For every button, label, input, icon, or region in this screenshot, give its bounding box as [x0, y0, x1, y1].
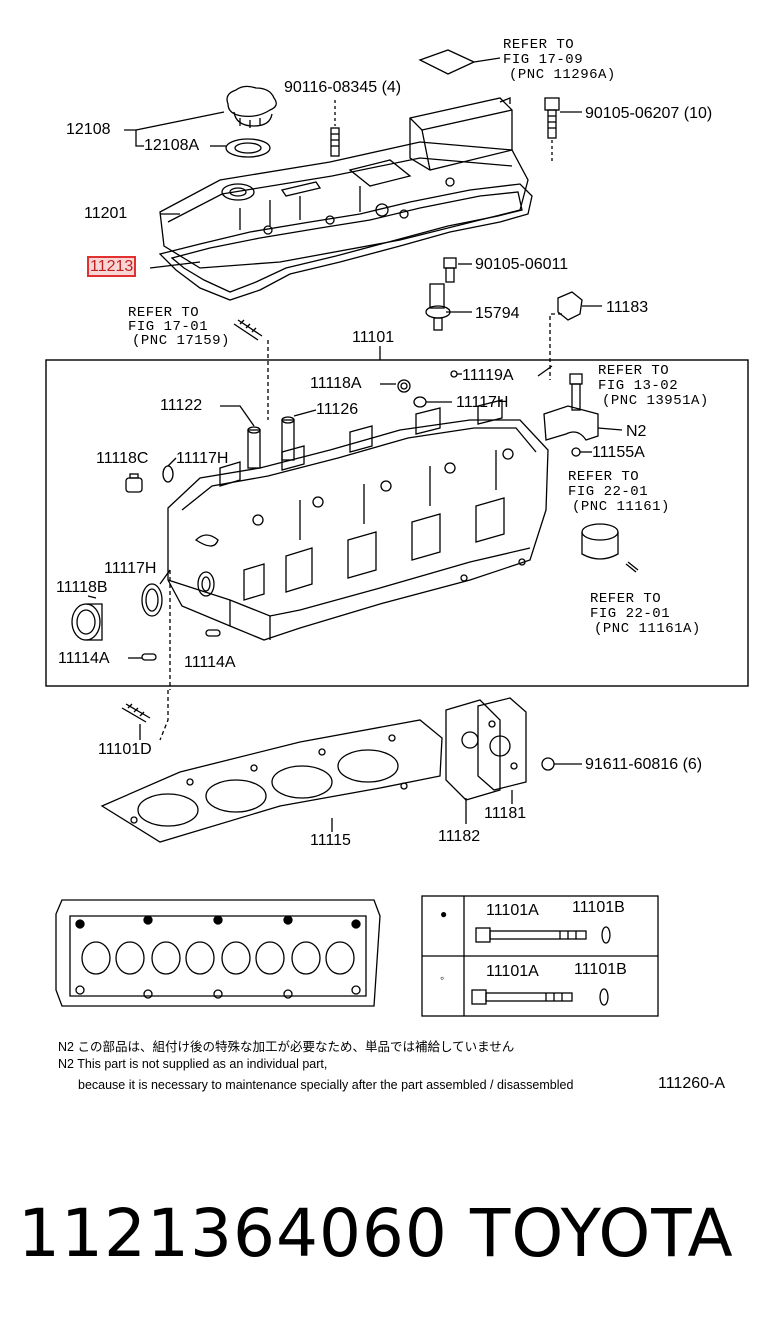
highlight-box: 11213	[86, 256, 137, 277]
clip-11119A	[450, 370, 462, 378]
head-cover-gasket	[158, 183, 533, 301]
part-label-12108A[interactable]: 12108A	[144, 137, 200, 154]
bearing-cap-N2	[543, 373, 623, 441]
note-en-line1: N2 This part is not supplied as an indiv…	[58, 1057, 328, 1071]
refer-line: FIG 17-09	[503, 52, 584, 68]
plate-11181	[477, 697, 527, 804]
part-label-11213-highlighted[interactable]: 11213	[86, 256, 137, 277]
refer-line: REFER TO	[503, 37, 575, 53]
part-label-11117H-upper[interactable]: 11117H	[456, 394, 509, 411]
part-label-91611-60816[interactable]: 91611-60816 (6)	[585, 756, 703, 773]
small-bolt	[443, 257, 472, 283]
part-label-11122[interactable]: 11122	[160, 397, 203, 414]
refer-line: FIG 17-01	[128, 319, 209, 335]
part-label-11117H-lower[interactable]: 11117H	[104, 560, 157, 577]
refer-line: REFER TO	[590, 591, 662, 607]
cover-bolt-10	[544, 97, 582, 164]
part-label-11118A[interactable]: 11118A	[310, 375, 362, 392]
part-label-11101D[interactable]: 11101D	[98, 741, 152, 758]
part-label-90105-06011[interactable]: 90105-06011	[475, 256, 569, 273]
refer-note-fig-22-01-b: REFER TO FIG 22-01 (PNC 11161A)	[590, 592, 701, 637]
refer-line: FIG 22-01	[590, 606, 671, 622]
cylinder-head-gasket	[100, 719, 443, 843]
part-label-11115[interactable]: 11115	[310, 832, 351, 849]
pin-11161A	[625, 561, 639, 573]
plug-11118B	[71, 595, 103, 641]
refer-note-fig-22-01-a: REFER TO FIG 22-01 (PNC 11161)	[568, 470, 670, 515]
part-label-11114A-left[interactable]: 11114A	[58, 650, 110, 667]
pin-11126	[281, 409, 317, 461]
refer-line: FIG 13-02	[598, 378, 679, 394]
part-label-12108[interactable]: 12108	[66, 121, 111, 138]
pin-11122	[220, 405, 261, 469]
part-label-11119A[interactable]: 11119A	[462, 367, 514, 384]
cylinder-head-cover	[159, 141, 529, 269]
cover-stud-bolt	[330, 100, 340, 157]
part-label-11118C[interactable]: 11118C	[96, 450, 149, 467]
part-label-N2[interactable]: N2	[626, 423, 647, 440]
plug-11183	[557, 291, 602, 321]
bolt-table-marker-open: ◦	[440, 971, 445, 985]
refer-line: REFER TO	[568, 469, 640, 485]
part-label-11181[interactable]: 11181	[484, 805, 527, 822]
pin-11114A-left	[128, 653, 157, 661]
washer-11117H-upper	[413, 396, 452, 408]
seal-11117H-left	[141, 569, 171, 617]
part-label-15794[interactable]: 15794	[475, 305, 520, 322]
bolt-table-row2-col1[interactable]: 11101A	[486, 963, 539, 980]
cylinder-head	[167, 399, 549, 641]
refer-line: FIG 22-01	[568, 484, 649, 500]
part-number: 1121364060	[18, 1195, 448, 1272]
bolt-long	[475, 926, 611, 944]
bolt-short	[471, 988, 609, 1006]
pin-11155A	[571, 447, 592, 457]
part-label-11114A-right[interactable]: 11114A	[184, 654, 236, 671]
cam-position-sensor	[425, 283, 472, 331]
refer-note-fig-13-02: REFER TO FIG 13-02 (PNC 13951A)	[598, 364, 709, 409]
oil-seal-11161	[581, 523, 619, 560]
brand-name: TOYOTA	[470, 1195, 734, 1272]
part-label-90105-06207[interactable]: 90105-06207 (10)	[585, 105, 713, 122]
note-jp: N2 この部品は、組付け後の特殊な加工が必要なため、単品では補給していません	[58, 1040, 515, 1054]
part-label-90116-08345[interactable]: 90116-08345 (4)	[284, 79, 402, 96]
refer-line: (PNC 11296A)	[509, 67, 616, 83]
part-label-11183[interactable]: 11183	[606, 299, 649, 316]
refer-line: (PNC 13951A)	[602, 393, 709, 409]
bolt-table-row2-col2[interactable]: 11101B	[574, 961, 627, 978]
part-label-11182[interactable]: 11182	[438, 828, 481, 845]
pin-11114A-right	[205, 629, 221, 637]
bolt-table-row1-col1[interactable]: 11101A	[486, 902, 539, 919]
washer-11117H-left	[162, 457, 177, 483]
bolt-table-frame	[421, 895, 659, 1017]
bolt-table-marker-filled: ●	[440, 907, 448, 921]
refer-line: (PNC 11161)	[572, 499, 670, 515]
part-label-11155A[interactable]: 11155A	[592, 444, 645, 461]
refer-line: REFER TO	[598, 363, 670, 379]
refer-note-fig-17-09: REFER TO FIG 17-09 (PNC 11296A)	[503, 38, 616, 83]
part-label-11201[interactable]: 11201	[84, 205, 128, 222]
part-label-11118B[interactable]: 11118B	[56, 579, 108, 596]
stud-11101D	[121, 703, 151, 740]
part-label-11101[interactable]: 11101	[352, 329, 395, 346]
cylinder-head-assembly-frame	[45, 359, 749, 687]
head-bolt-layout-plan	[55, 899, 381, 1007]
cover-baffle-box	[409, 97, 513, 171]
bolt-91611-marker	[541, 757, 582, 771]
plug-11118C	[125, 473, 143, 493]
bolt-table-row1-col2[interactable]: 11101B	[572, 899, 625, 916]
refer-note-fig-17-01: REFER TO FIG 17-01 (PNC 17159)	[128, 306, 230, 348]
plug-11118A	[380, 379, 411, 393]
part-label-11117H-left[interactable]: 11117H	[176, 450, 229, 467]
refer-line: (PNC 11161A)	[594, 621, 701, 637]
refer-line: (PNC 17159)	[132, 333, 230, 349]
oil-filler-cap	[226, 85, 277, 128]
stud-bolt	[233, 319, 269, 420]
part-label-11126[interactable]: 11126	[316, 401, 359, 418]
note-en-line2: because it is necessary to maintenance s…	[78, 1078, 574, 1092]
cap-gasket	[225, 138, 271, 158]
figure-id: 111260-A	[658, 1075, 726, 1092]
refer-line: REFER TO	[128, 305, 200, 321]
cover-gasket-square	[418, 49, 501, 75]
